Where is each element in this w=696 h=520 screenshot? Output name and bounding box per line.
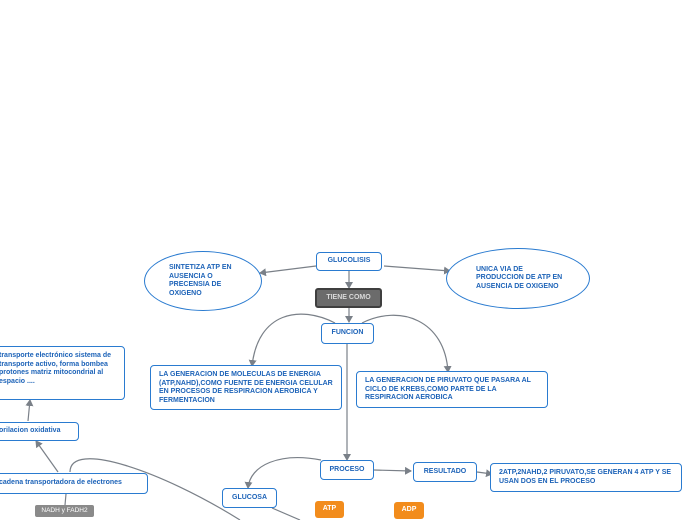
node-tiene-como[interactable]: TIENE COMO <box>315 288 382 308</box>
connector-funcion-piruvato <box>361 314 452 373</box>
connector-glucolisis-unica <box>383 265 451 275</box>
node-fosforilacion-text: orilacion oxidativa <box>0 427 61 435</box>
node-unica-via[interactable]: UNICA VIA DE PRODUCCION DE ATP EN AUSENC… <box>446 248 590 309</box>
connector-resultado-texto <box>476 469 493 478</box>
node-proceso[interactable]: PROCESO <box>320 460 374 480</box>
connector-proceso-glucosa <box>244 457 322 489</box>
connector-fosforilacion-transporte <box>25 399 34 422</box>
node-unica-via-text: UNICA VIA DE PRODUCCION DE ATP EN AUSENC… <box>476 265 563 290</box>
node-cadena[interactable]: cadena transportadora de electrones <box>0 473 148 494</box>
node-generacion-moleculas[interactable]: LA GENERACION DE MOLECULAS DE ENERGIA (A… <box>150 365 342 410</box>
node-atp[interactable]: ATP <box>315 501 344 518</box>
node-generacion-piruvato[interactable]: LA GENERACION DE PIRUVATO QUE PASARA AL … <box>356 371 548 408</box>
connector-glucolisis-sintetiza <box>259 265 317 277</box>
node-transporte-electronico-text: transporte electrónico sistema de transp… <box>0 352 112 385</box>
node-adp[interactable]: ADP <box>394 502 424 519</box>
node-sintetiza-atp-text: SINTETIZA ATP EN AUSENCIA O PRECENSIA DE… <box>169 264 232 297</box>
node-glucolisis[interactable]: GLUCOLISIS <box>316 252 382 271</box>
node-cadena-text: cadena transportadora de electrones <box>0 479 122 487</box>
connector-funcion-moleculas <box>248 313 336 367</box>
node-funcion[interactable]: FUNCION <box>321 323 374 344</box>
connector-cadena-curve <box>69 458 241 520</box>
node-nadh-fadh2[interactable]: NADH y FADH2 <box>35 505 94 517</box>
connector-glucosa-down <box>271 507 301 520</box>
node-fosforilacion[interactable]: orilacion oxidativa <box>0 422 79 441</box>
node-transporte-electronico[interactable]: transporte electrónico sistema de transp… <box>0 346 125 400</box>
node-resultado-texto[interactable]: 2ATP,2NAHD,2 PIRUVATO,SE GENERAN 4 ATP Y… <box>490 463 682 492</box>
node-glucosa[interactable]: GLUCOSA <box>222 488 277 508</box>
connector-cadena-fosforilacion <box>35 440 59 473</box>
node-resultado[interactable]: RESULTADO <box>413 462 477 482</box>
node-sintetiza-atp[interactable]: SINTETIZA ATP EN AUSENCIA O PRECENSIA DE… <box>144 251 262 311</box>
connector-cadena-nadh <box>64 493 67 506</box>
connector-proceso-resultado <box>373 466 412 475</box>
